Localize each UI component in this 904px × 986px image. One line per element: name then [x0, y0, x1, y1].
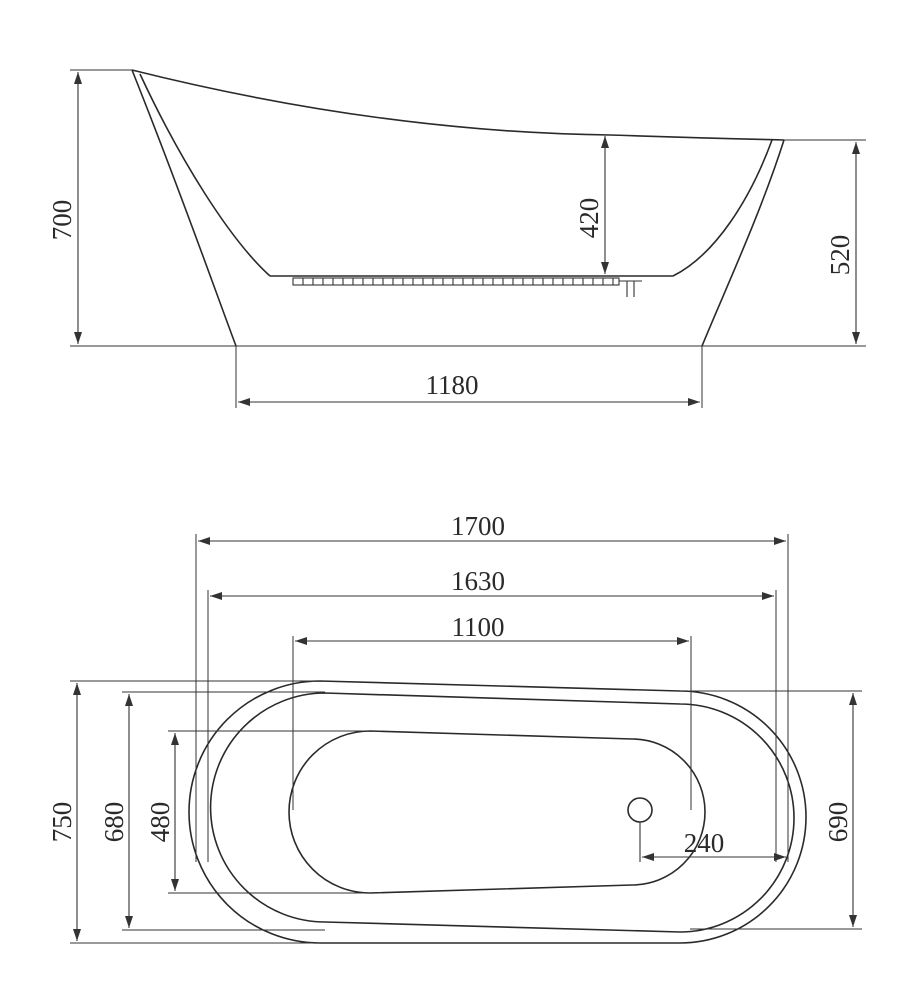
top-view-drain — [627, 797, 653, 823]
side-view-floor-grate — [292, 277, 620, 286]
top-view-680-label: 680 — [99, 802, 129, 843]
top-view-1630-label: 1630 — [451, 566, 505, 596]
side-view-rim-curve — [131, 69, 785, 141]
side-view-drain-pipe — [619, 280, 642, 297]
side-view-depth-label: 420 — [574, 198, 604, 239]
top-view-rim-inner-outline — [209, 692, 795, 933]
top-view-bottom-outline — [288, 730, 706, 894]
top-view-480-label: 480 — [145, 802, 175, 843]
top-view-outer-outline — [188, 680, 807, 944]
top-view-240-label: 240 — [684, 828, 725, 858]
side-view-inner-wall — [139, 73, 773, 277]
top-view: 1700 1630 1100 750 680 480 690 240 — [47, 511, 862, 944]
side-view-outer-shell — [131, 69, 785, 347]
top-view-750-label: 750 — [47, 802, 77, 843]
top-view-690-label: 690 — [823, 802, 853, 843]
side-view-height-label: 700 — [47, 200, 77, 241]
top-view-1700-label: 1700 — [451, 511, 505, 541]
side-view-rim-label: 520 — [825, 235, 855, 276]
top-view-1100-label: 1100 — [452, 612, 505, 642]
side-view-base-label: 1180 — [426, 370, 479, 400]
side-view-floor-grate-slats — [302, 278, 614, 285]
side-view: 700 420 520 1180 — [47, 69, 866, 408]
